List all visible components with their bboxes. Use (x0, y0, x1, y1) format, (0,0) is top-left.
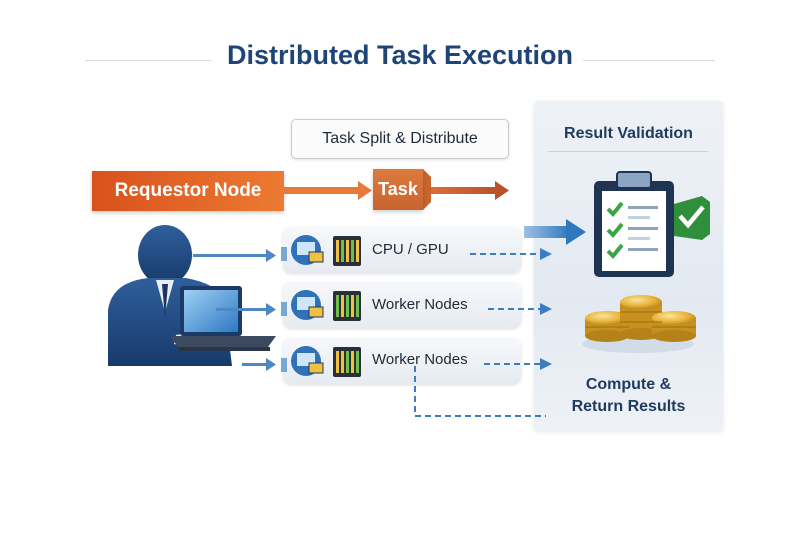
task-tag-tail (423, 169, 431, 210)
dashed-arrow-heads (540, 248, 552, 370)
clipboard-checklist-icon (594, 171, 674, 277)
requestor-node: Requestor Node (92, 171, 284, 211)
requestor-to-task-arrow (284, 181, 372, 200)
worker-label-1: CPU / GPU (372, 241, 449, 258)
task-forward-arrow (423, 181, 509, 200)
result-validation-divider (548, 151, 708, 152)
compute-return-text: Compute & Return Results (534, 374, 723, 418)
coin-stack-icon (582, 295, 696, 353)
task-split-box: Task Split & Distribute (291, 119, 509, 159)
worker-label-2: Worker Nodes (372, 296, 468, 313)
result-validation-title: Result Validation (564, 125, 693, 142)
worker-label-3: Worker Nodes (372, 351, 468, 368)
green-check-icon (674, 196, 710, 240)
worker-row-3 (283, 338, 521, 384)
requestor-worker-arrows (193, 249, 276, 371)
validation-arrow (524, 219, 586, 245)
title-rule-left (85, 60, 212, 61)
compute-line-2: Return Results (571, 398, 686, 415)
person-laptop-icon (108, 225, 276, 366)
worker-icons-1 (281, 235, 361, 266)
title-rule-right (583, 60, 715, 61)
diagram-title: Distributed Task Execution (226, 40, 574, 70)
worker-icons-2 (281, 290, 361, 321)
worker-icons-3 (281, 346, 361, 377)
compute-line-1: Compute & (585, 376, 672, 393)
worker-row-1 (283, 227, 521, 273)
worker-result-dashed-arrows (414, 253, 546, 417)
task-tag: Task (373, 169, 423, 210)
worker-row-2 (283, 282, 521, 328)
